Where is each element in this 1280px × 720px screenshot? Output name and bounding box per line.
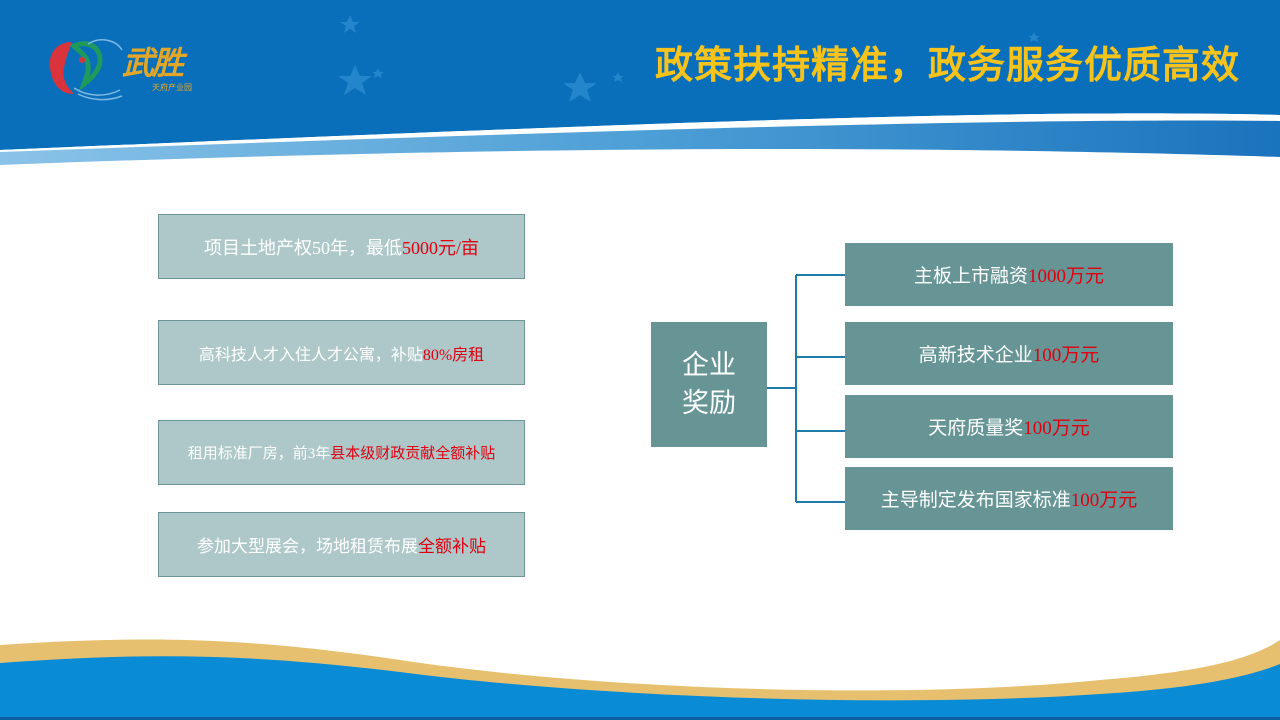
policy-text: 租用标准厂房，前3年 — [187, 446, 331, 462]
policy-text: 参加大型展会，场地租赁布展 — [197, 537, 418, 556]
center-label-line2: 奖励 — [682, 387, 736, 419]
reward-highlight: 1000万元 — [1028, 266, 1105, 287]
policy-box-factory: 租用标准厂房，前3年县本级财政贡献全额补贴 — [158, 420, 525, 485]
reward-highlight: 100万元 — [1070, 490, 1138, 511]
enterprise-reward-box: 企业 奖励 — [651, 322, 767, 447]
reward-highlight: 100万元 — [1023, 418, 1090, 439]
policy-highlight: 县本级财政贡献全额补贴 — [330, 446, 496, 462]
reward-highlight: 100万元 — [1032, 345, 1100, 366]
policy-box-exhibition: 参加大型展会，场地租赁布展全额补贴 — [158, 512, 525, 577]
reward-text: 天府质量奖 — [928, 418, 1024, 439]
reward-text: 主导制定发布国家标准 — [880, 490, 1071, 511]
center-label-line1: 企业 — [682, 349, 736, 381]
page-title: 政策扶持精准，政务服务优质高效 — [654, 43, 1240, 87]
reward-text: 主板上市融资 — [913, 266, 1028, 287]
policy-highlight: 5000元/亩 — [401, 237, 479, 258]
logo-sub-text: 天府产业园 — [152, 83, 192, 92]
policy-highlight: 80%房租 — [422, 346, 485, 364]
park-logo: 武胜 天府产业园 — [44, 34, 209, 104]
policy-text: 项目土地产权50年，最低 — [203, 237, 402, 258]
logo-main-text: 武胜 — [122, 44, 184, 82]
logo-emblem-icon — [49, 38, 123, 101]
policy-highlight: 全额补贴 — [418, 537, 486, 556]
policy-text: 高科技人才入住人才公寓，补贴 — [198, 346, 423, 364]
reward-text: 高新技术企业 — [918, 345, 1033, 366]
